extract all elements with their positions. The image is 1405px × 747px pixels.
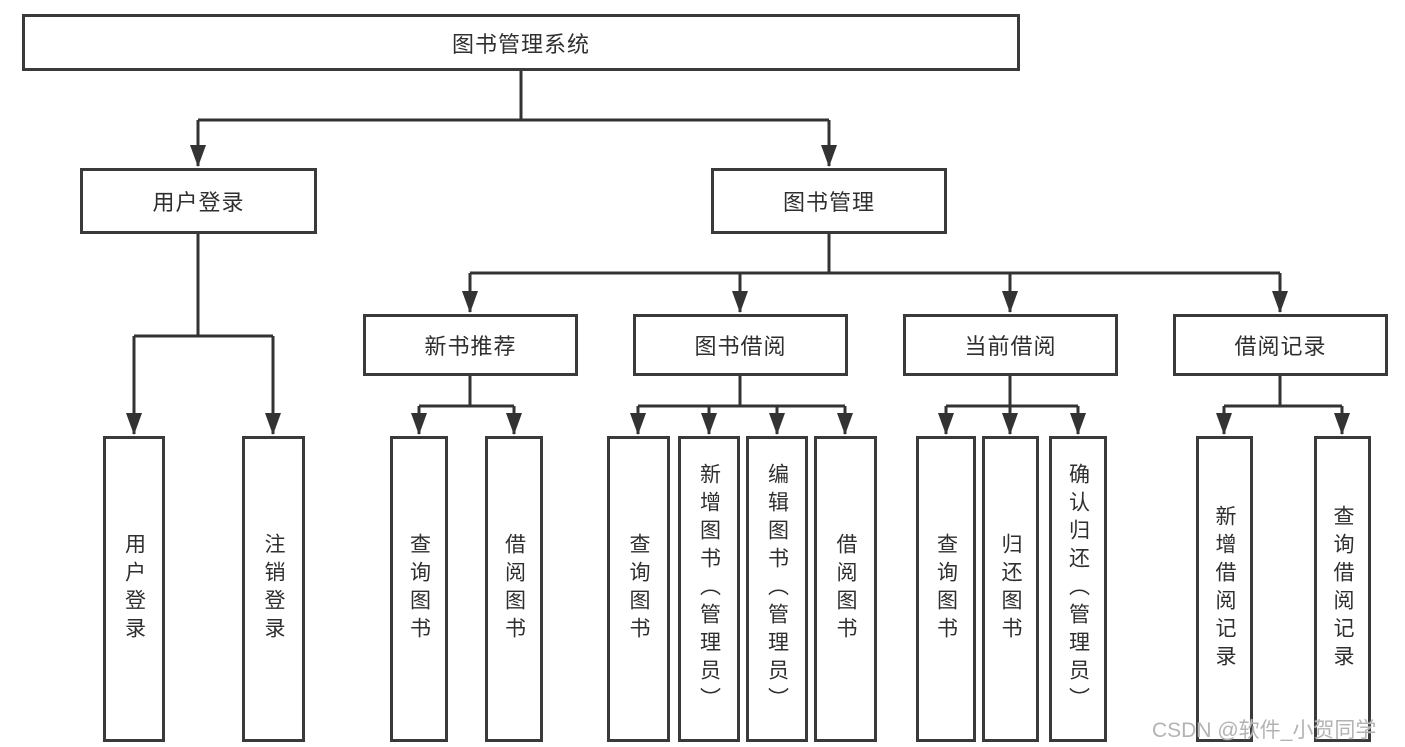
- leaf-add-book-admin: 新增图书（管理员）: [678, 436, 740, 742]
- node-label: 图书管理系统: [451, 31, 590, 57]
- node-current-borrowing: 当前借阅: [903, 314, 1118, 376]
- leaf-borrow-books: 借阅图书: [485, 436, 543, 742]
- leaf-add-borrow-record: 新增借阅记录: [1196, 436, 1253, 742]
- leaf-label: 确认归还（管理员）: [1066, 463, 1090, 715]
- leaf-label: 归还图书: [999, 533, 1022, 645]
- leaf-label: 借阅图书: [502, 533, 526, 645]
- leaf-user-login: 用户登录: [103, 436, 165, 742]
- node-new-book-recommendation: 新书推荐: [363, 314, 578, 376]
- leaf-label: 借阅图书: [834, 533, 857, 645]
- node-label: 图书借阅: [694, 334, 787, 359]
- leaf-query-borrow-record: 查询借阅记录: [1314, 436, 1371, 742]
- node-label: 借阅记录: [1234, 334, 1327, 359]
- leaf-label: 编辑图书（管理员）: [765, 463, 789, 715]
- node-library-management-system: 图书管理系统: [22, 14, 1020, 71]
- leaf-query-books: 查询图书: [916, 436, 976, 742]
- leaf-edit-book-admin: 编辑图书（管理员）: [746, 436, 808, 742]
- leaf-label: 注销登录: [262, 533, 285, 645]
- leaf-label: 查询图书: [627, 533, 650, 645]
- leaf-label: 新增图书（管理员）: [697, 463, 721, 715]
- leaf-label: 查询借阅记录: [1331, 505, 1354, 673]
- leaf-confirm-return-admin: 确认归还（管理员）: [1049, 436, 1107, 742]
- leaf-label: 查询图书: [407, 533, 431, 645]
- node-label: 图书管理: [782, 190, 875, 215]
- node-borrowing-records: 借阅记录: [1173, 314, 1388, 376]
- leaf-query-books: 查询图书: [607, 436, 670, 742]
- leaf-logout: 注销登录: [242, 436, 305, 742]
- node-book-borrowing: 图书借阅: [633, 314, 848, 376]
- node-label: 用户登录: [152, 190, 245, 215]
- leaf-query-books: 查询图书: [390, 436, 448, 742]
- leaf-return-book: 归还图书: [982, 436, 1039, 742]
- leaf-label: 用户登录: [122, 533, 146, 645]
- node-user-login: 用户登录: [80, 168, 317, 234]
- leaf-label: 查询图书: [934, 533, 958, 645]
- csdn-watermark: CSDN @软件_小贺同学: [1152, 719, 1377, 742]
- leaf-label: 新增借阅记录: [1213, 505, 1236, 673]
- node-label: 当前借阅: [964, 334, 1057, 359]
- node-book-management: 图书管理: [711, 168, 947, 234]
- leaf-borrow-books: 借阅图书: [814, 436, 877, 742]
- node-label: 新书推荐: [424, 334, 517, 359]
